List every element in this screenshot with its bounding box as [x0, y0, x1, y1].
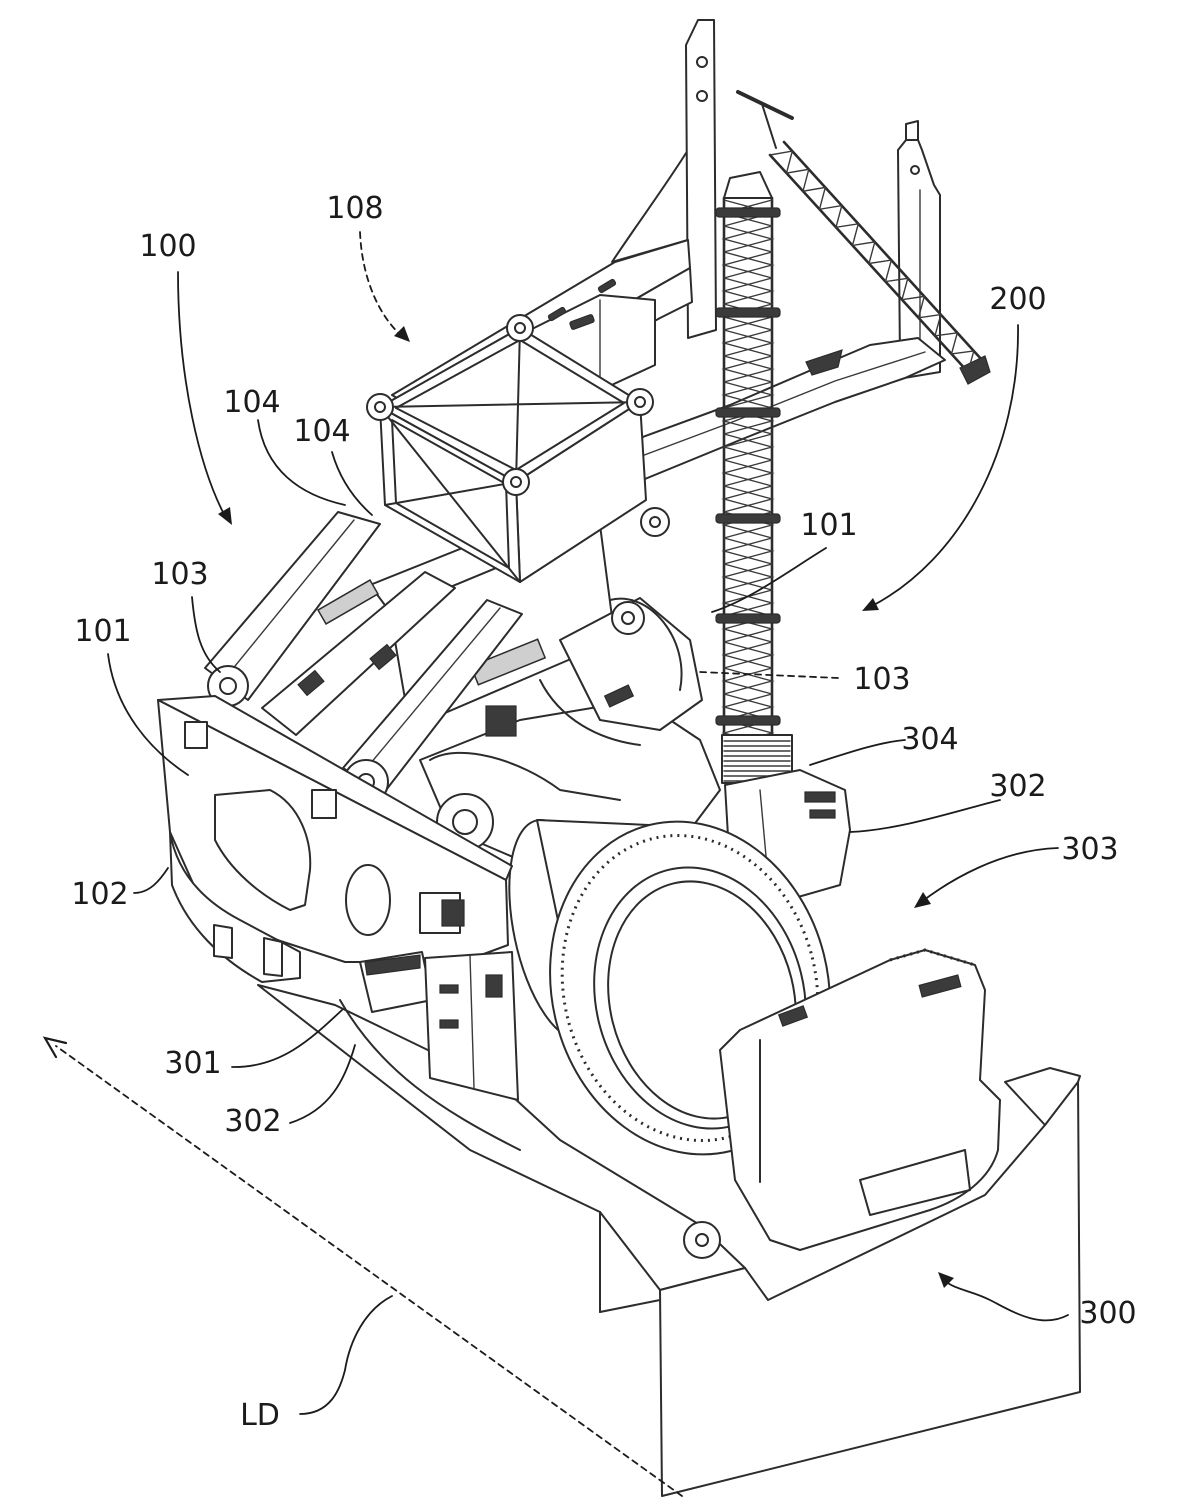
- bracket-pulley: [622, 612, 634, 624]
- right-bracket-hook: [906, 121, 918, 140]
- ref-label-103-b: 103: [853, 662, 910, 697]
- mast-lattice-member: [724, 278, 772, 304]
- mast-clamp: [716, 614, 780, 623]
- plate-pad: [185, 722, 207, 748]
- longitudinal-direction-arrowhead: [45, 1038, 66, 1057]
- mast-lattice-member: [724, 356, 772, 382]
- top-bracket-slot: [810, 810, 835, 818]
- leader-ld: [300, 1296, 392, 1414]
- mast-lattice-member: [724, 642, 772, 668]
- mast-lattice-member: [724, 330, 772, 356]
- lower-bracket-leg: [264, 938, 282, 976]
- ref-label-ld: LD: [240, 1398, 280, 1433]
- ref-label-200: 200: [989, 282, 1046, 317]
- arrowhead-108: [394, 326, 410, 342]
- mast-lattice-member: [724, 460, 772, 486]
- mast-lattice-member: [724, 668, 772, 694]
- mast-lattice-member: [724, 278, 772, 304]
- post-hole: [697, 57, 707, 67]
- ref-label-102: 102: [71, 877, 128, 912]
- leader-100: [178, 272, 226, 518]
- ref-label-100: 100: [139, 229, 196, 264]
- ref-label-108: 108: [326, 191, 383, 226]
- support-block-301: [360, 952, 432, 1012]
- mast-lattice-member: [724, 226, 772, 252]
- mast-lattice-member: [724, 642, 772, 668]
- mast-clamp: [716, 716, 780, 725]
- mast-lattice-member: [724, 356, 772, 382]
- pin: [635, 397, 645, 407]
- support-column-slot: [440, 985, 458, 993]
- mast-lattice-member: [724, 538, 772, 564]
- mast-lattice-member: [724, 668, 772, 694]
- leader-103-b: [700, 672, 838, 678]
- plate-pad: [312, 790, 336, 818]
- lattice-mast: [716, 172, 792, 783]
- arrowhead-303: [914, 892, 931, 908]
- arm-pulley: [220, 678, 236, 694]
- mast-top: [724, 172, 772, 198]
- ref-label-103-a: 103: [151, 557, 208, 592]
- boom-rail: [784, 142, 982, 360]
- mast-lattice-member: [724, 590, 772, 616]
- mast-lattice-member: [724, 252, 772, 278]
- pin: [375, 402, 385, 412]
- mast-lattice-member: [724, 252, 772, 278]
- mast-clamp: [716, 208, 780, 217]
- mast-lattice-member: [724, 330, 772, 356]
- mast-clamp: [716, 514, 780, 523]
- mechanism-gear: [486, 706, 516, 736]
- plate-fitting: [442, 900, 464, 926]
- leader-108: [360, 232, 404, 338]
- ref-label-101-b: 101: [74, 614, 131, 649]
- right-bracket-hole: [911, 166, 919, 174]
- post-hole: [697, 91, 707, 101]
- mast-lattice-member: [724, 590, 772, 616]
- leader-302-a: [850, 800, 1000, 832]
- mast-lattice-member: [724, 486, 772, 512]
- ref-label-300: 300: [1079, 1296, 1136, 1331]
- leader-104-b: [332, 452, 372, 515]
- support-column-slot: [440, 1020, 458, 1028]
- ref-label-303: 303: [1061, 832, 1118, 867]
- pin: [650, 517, 660, 527]
- ref-label-104-a: 104: [223, 385, 280, 420]
- boom-lattice-member: [770, 151, 974, 372]
- lattice-boom: [738, 92, 990, 384]
- ref-label-101-a: 101: [800, 508, 857, 543]
- leader-304: [810, 740, 905, 765]
- mast-lattice-member: [724, 226, 772, 252]
- ref-label-301: 301: [164, 1046, 221, 1081]
- longitudinal-direction-line: [56, 1046, 682, 1496]
- mast-clamp: [716, 308, 780, 317]
- mast-lattice-member: [724, 486, 772, 512]
- support-column-slot: [486, 975, 502, 997]
- plate-hole: [346, 865, 390, 935]
- ref-label-302-a: 302: [989, 769, 1046, 804]
- leader-303: [920, 848, 1058, 903]
- pin: [511, 477, 521, 487]
- top-bracket-slot: [805, 792, 835, 802]
- pin: [515, 323, 525, 333]
- mast-lattice-member: [724, 460, 772, 486]
- ref-label-104-b: 104: [293, 414, 350, 449]
- arrowhead-100: [218, 507, 232, 525]
- base-edge: [600, 1300, 660, 1312]
- base-lug: [696, 1234, 708, 1246]
- leader-302-b: [290, 1045, 355, 1123]
- support-column-302: [425, 952, 518, 1100]
- mast-clamp: [716, 408, 780, 417]
- ref-label-302-b: 302: [224, 1104, 281, 1139]
- ref-label-304: 304: [901, 722, 958, 757]
- mast-lattice-member: [724, 538, 772, 564]
- lower-bracket-leg: [214, 925, 232, 958]
- leader-102: [134, 868, 168, 893]
- boom-end-fitting: [960, 356, 990, 384]
